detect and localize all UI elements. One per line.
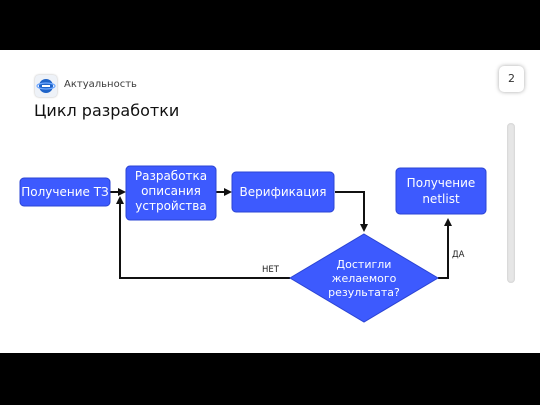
scrollbar[interactable] [507,123,515,283]
node-decision-label-1: Достигли [337,258,392,271]
logo-icon [35,75,57,97]
edge-label-no: НЕТ [262,265,280,275]
edge-decision-yes [438,218,452,279]
node-verify: Верификация [231,171,335,213]
node-decision: Достигли желаемого результата? [289,233,439,323]
node-netlist-label-1: Получение [407,176,476,190]
node-design: Разработка описания устройства [125,165,217,221]
page-number: 2 [499,66,524,92]
node-design-label-2: описания [141,184,201,198]
node-netlist-label-2: netlist [422,192,460,206]
node-verify-label: Верификация [240,185,327,199]
page-title: Цикл разработки [34,101,180,120]
node-spec-label: Получение ТЗ [21,185,108,199]
node-decision-label-3: результата? [328,286,400,299]
node-spec: Получение ТЗ [19,177,111,207]
edge-decision-no [116,196,290,279]
edge-label-yes: ДА [452,250,465,260]
node-design-label-3: устройства [135,199,206,213]
flow-diagram: НЕТ ДА Получение ТЗ Разработка описания … [19,165,487,323]
node-design-label-1: Разработка [135,169,207,183]
slide: Актуальность Цикл разработки 2 НЕТ ДА По… [0,50,540,353]
edge-verify-to-decision [335,191,368,232]
section-label: Актуальность [64,79,137,90]
node-decision-label-2: желаемого [332,272,397,285]
node-netlist: Получение netlist [395,167,487,215]
